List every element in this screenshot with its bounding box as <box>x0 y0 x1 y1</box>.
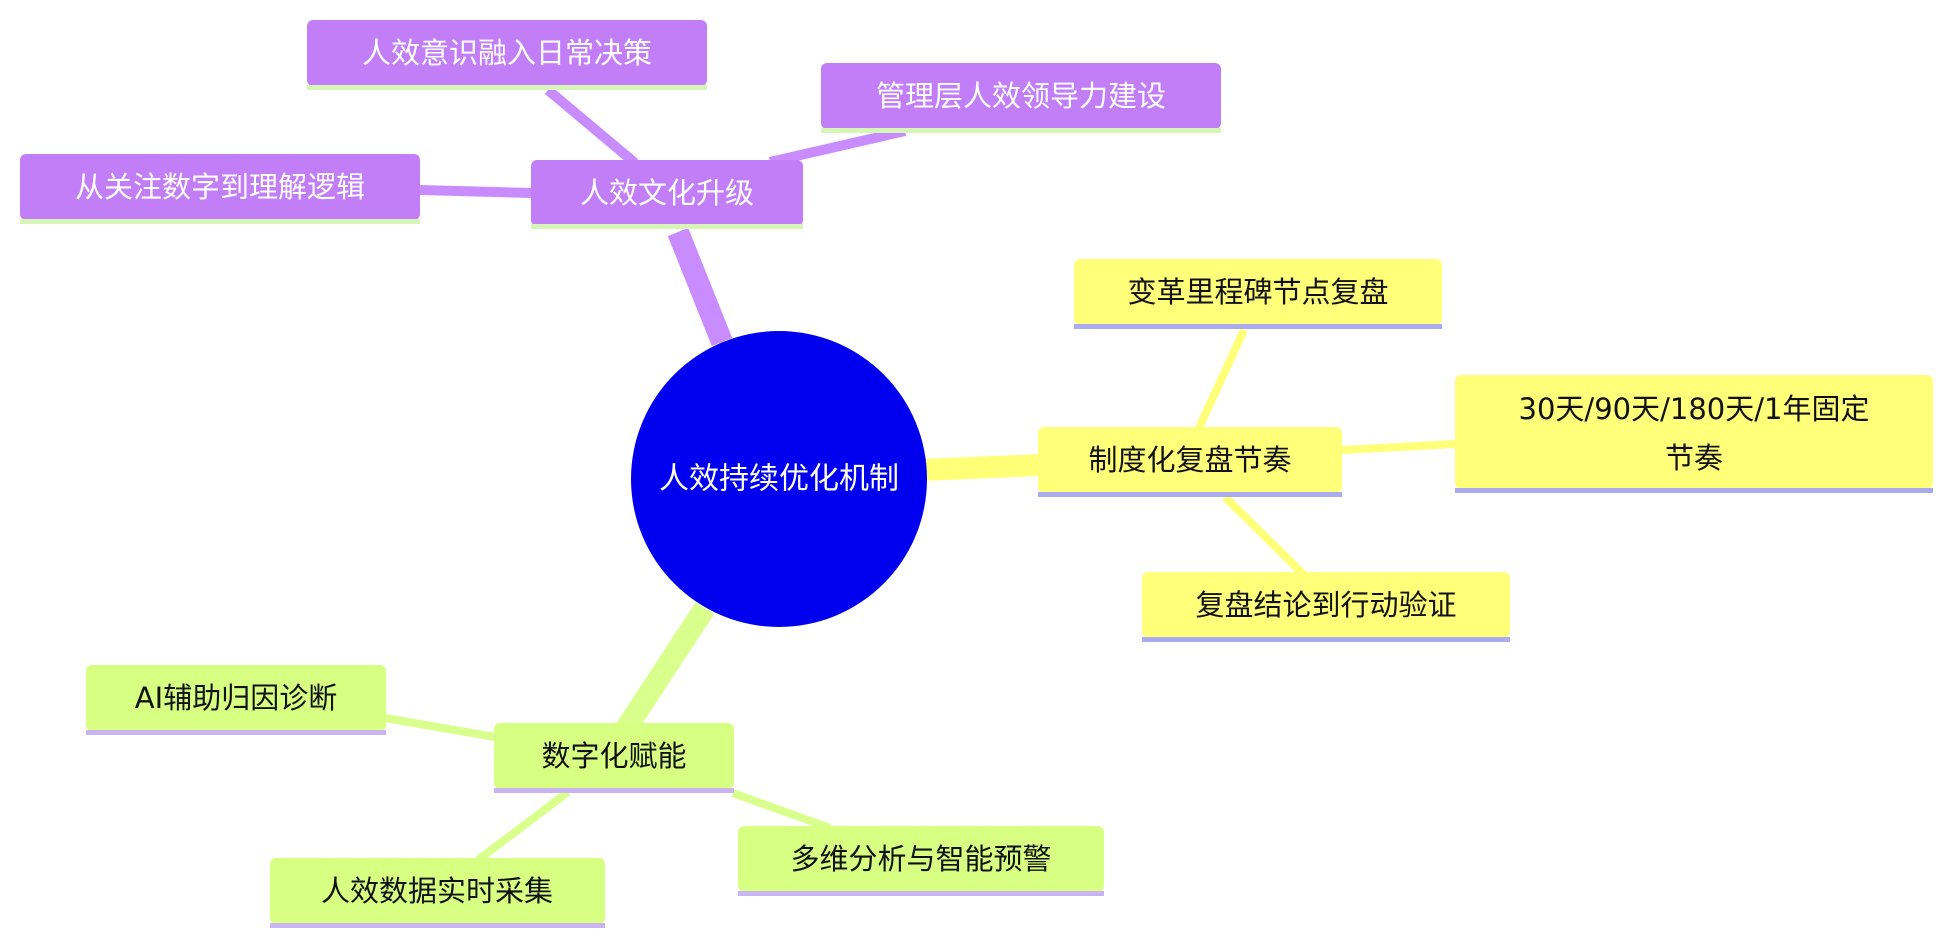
branch-review-underline <box>1038 492 1342 497</box>
review-child-1-underline <box>1074 324 1442 329</box>
digital-child-1-underline <box>86 730 386 735</box>
culture-child-2[interactable]: 管理层人效领导力建设 <box>821 63 1221 133</box>
branch-review-box <box>1038 427 1342 493</box>
review-child-3-label: 复盘结论到行动验证 <box>1195 588 1456 622</box>
digital-child-3[interactable]: 多维分析与智能预警 <box>738 826 1104 896</box>
connector-review-child-3 <box>1222 494 1308 579</box>
center-label: 人效持续优化机制 <box>659 462 899 497</box>
culture-child-2-underline <box>821 128 1221 133</box>
branch-culture-label: 人效文化升级 <box>580 176 754 210</box>
culture-child-1-box <box>307 20 707 86</box>
connector-center-review <box>921 454 1041 481</box>
connector-review-child-1 <box>1194 328 1248 432</box>
connector-review-child-2 <box>1341 440 1456 454</box>
culture-child-3[interactable]: 从关注数字到理解逻辑 <box>20 154 420 224</box>
connector-culture-child-1 <box>544 86 639 167</box>
digital-child-2-label: 人效数据实时采集 <box>321 874 553 908</box>
center-circle <box>631 331 927 627</box>
digital-child-3-underline <box>738 891 1104 896</box>
branch-review[interactable]: 制度化复盘节奏 <box>1038 427 1342 497</box>
digital-child-2-box <box>270 858 605 924</box>
review-child-2-label-line-2: 节奏 <box>1665 441 1723 475</box>
digital-child-1-label: AI辅助归因诊断 <box>135 681 337 715</box>
branch-digital[interactable]: 数字化赋能 <box>494 723 734 793</box>
culture-child-3-label: 从关注数字到理解逻辑 <box>75 170 365 204</box>
digital-child-1-box <box>86 665 386 731</box>
digital-child-2[interactable]: 人效数据实时采集 <box>270 858 605 928</box>
culture-child-1-label: 人效意识融入日常决策 <box>362 36 652 70</box>
connector-digital-child-2 <box>475 788 571 864</box>
branch-culture[interactable]: 人效文化升级 <box>531 160 803 229</box>
culture-child-3-box <box>20 154 420 220</box>
digital-child-1[interactable]: AI辅助归因诊断 <box>86 665 386 735</box>
branch-digital-label: 数字化赋能 <box>541 739 686 773</box>
culture-child-1[interactable]: 人效意识融入日常决策 <box>307 20 707 90</box>
review-child-3[interactable]: 复盘结论到行动验证 <box>1142 572 1510 642</box>
review-child-2-box <box>1455 375 1933 489</box>
center-node[interactable]: 人效持续优化机制 <box>631 331 927 627</box>
review-child-3-box <box>1142 572 1510 638</box>
branch-digital-box <box>494 723 734 789</box>
connector-digital-child-1 <box>384 714 496 741</box>
branch-digital-underline <box>494 788 734 793</box>
culture-child-1-underline <box>307 85 707 90</box>
branch-review-label: 制度化复盘节奏 <box>1088 443 1291 477</box>
connector-culture-child-2 <box>768 126 907 167</box>
review-child-2-label-line-1: 30天/90天/180天/1年固定 <box>1519 392 1870 426</box>
digital-child-2-underline <box>270 923 605 928</box>
connector-culture-child-3 <box>419 185 533 198</box>
culture-child-3-underline <box>20 219 420 224</box>
review-child-1-box <box>1074 259 1442 325</box>
review-child-3-underline <box>1142 637 1510 642</box>
culture-child-2-box <box>821 63 1221 129</box>
connector-center-culture <box>667 227 733 347</box>
branch-culture-underline <box>531 224 803 229</box>
review-child-2-underline <box>1455 488 1933 493</box>
review-child-1-label: 变革里程碑节点复盘 <box>1127 275 1388 309</box>
connector-center-digital <box>615 601 715 737</box>
digital-child-3-label: 多维分析与智能预警 <box>790 842 1051 876</box>
branch-culture-box <box>531 160 803 226</box>
culture-child-2-label: 管理层人效领导力建设 <box>876 79 1166 113</box>
review-child-1[interactable]: 变革里程碑节点复盘 <box>1074 259 1442 329</box>
review-child-2[interactable]: 30天/90天/180天/1年固定 节奏 <box>1455 375 1933 493</box>
digital-child-3-box <box>738 826 1104 892</box>
connector-digital-child-3 <box>731 789 832 832</box>
connectors <box>384 86 1456 864</box>
